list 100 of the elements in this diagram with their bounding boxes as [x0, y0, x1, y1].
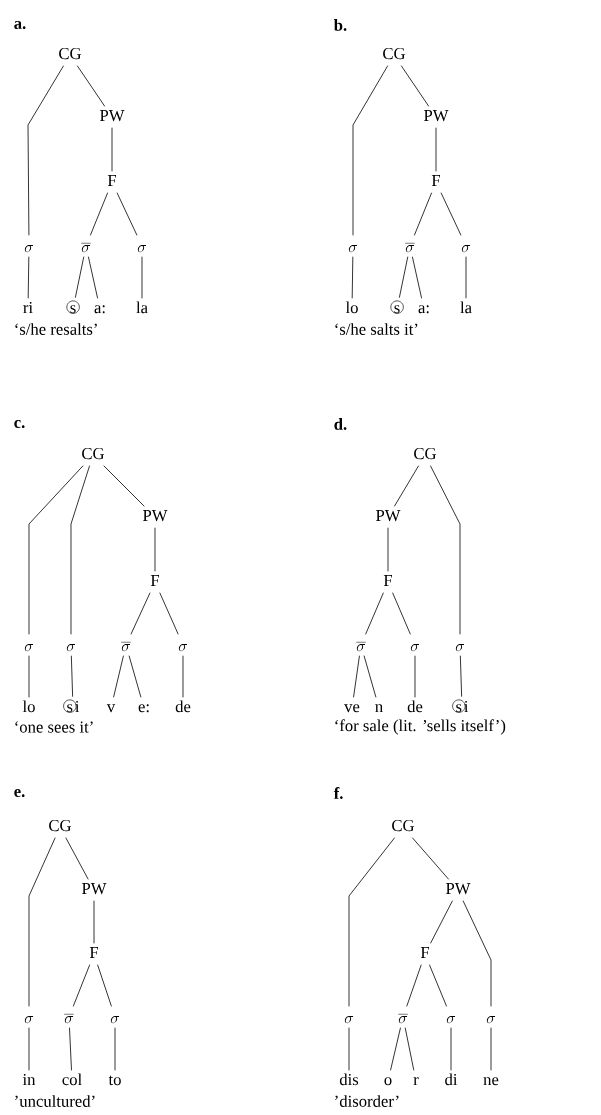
branch-line: [429, 964, 447, 1007]
branch-line: [398, 256, 409, 299]
segment-text: lo: [345, 301, 358, 314]
panel-label: d.: [334, 418, 347, 430]
branch-line: [430, 465, 461, 635]
branch-line: [490, 1027, 492, 1071]
segment-text: a:: [94, 305, 105, 314]
panel-label: c.: [14, 419, 25, 429]
branch-line: [116, 192, 138, 236]
syllable-symbol: $\overline{\sigma}$: [356, 642, 366, 652]
branch-line: [393, 465, 420, 507]
branch-line: [450, 1027, 452, 1071]
segment-text: n: [375, 704, 383, 712]
category-label: F: [89, 947, 98, 958]
segment-text: de: [407, 700, 423, 713]
branch-line: [363, 655, 377, 698]
segment-text: la: [136, 301, 148, 314]
syllable-symbol: $\sigma$: [410, 644, 420, 652]
branch-line: [411, 837, 450, 880]
syllable-symbol: $\sigma$: [110, 1016, 120, 1024]
branch-line: [348, 1027, 350, 1071]
branch-line: [390, 1027, 401, 1071]
category-label: PW: [82, 883, 107, 895]
branch-line: [430, 900, 453, 944]
syllable-symbol: $\sigma$: [24, 644, 34, 652]
syllable-symbol: $\sigma$: [178, 644, 188, 652]
branch-line: [351, 256, 354, 299]
syllable-symbol: $\sigma$: [344, 1016, 354, 1024]
branch-line: [159, 592, 179, 635]
syllable-symbol: $\overline{\sigma}$: [121, 642, 131, 652]
segment-text: e:: [138, 704, 149, 713]
branch-line: [28, 655, 30, 698]
branch-line: [352, 65, 389, 236]
circled-segment: s: [390, 300, 404, 314]
branch-line: [465, 256, 467, 299]
segment-text: r: [413, 1077, 419, 1085]
gloss-text: ‘for sale (lit. ’sells itself’): [335, 719, 506, 735]
branch-line: [400, 65, 430, 107]
gloss-text: ’disorder’: [335, 1095, 399, 1107]
segment-text: a:: [418, 305, 429, 314]
category-label: CG: [392, 819, 415, 832]
circled-segment: si: [63, 699, 80, 713]
branch-line: [72, 964, 91, 1007]
branch-line: [365, 592, 384, 635]
segment-text: lo: [22, 700, 35, 713]
gloss-text: ’uncultured’: [15, 1095, 95, 1107]
syllable-symbol: $\sigma$: [461, 245, 471, 253]
branch-line: [69, 1027, 72, 1071]
panel-label: f.: [333, 787, 343, 799]
branch-line: [459, 655, 463, 698]
branch-line: [141, 256, 143, 299]
syllable-symbol: $\sigma$: [137, 245, 147, 253]
branch-line: [97, 964, 112, 1007]
gloss-text: ‘one sees it’: [15, 721, 93, 733]
syllable-symbol: $\sigma$: [24, 1016, 34, 1024]
category-label: PW: [424, 110, 449, 122]
gloss-text: ‘s/he resalts’: [15, 323, 97, 335]
segment-text: ne: [483, 1077, 499, 1086]
branch-line: [70, 655, 74, 698]
segment-text: v: [106, 704, 116, 713]
category-label: CG: [82, 447, 105, 460]
branch-line: [113, 655, 124, 698]
branch-line: [404, 1027, 415, 1071]
category-label: PW: [376, 510, 401, 522]
branch-line: [348, 837, 396, 1007]
syllable-symbol: $\overline{\sigma}$: [398, 1014, 408, 1024]
syllable-symbol: $\overline{\sigma}$: [81, 243, 91, 253]
branch-line: [462, 900, 492, 1007]
circled-segment: si: [452, 699, 469, 713]
branch-line: [27, 65, 64, 236]
branch-line: [392, 592, 411, 635]
category-label: CG: [383, 47, 406, 60]
gloss-text: ‘s/he salts it’: [335, 323, 418, 335]
branch-line: [65, 837, 89, 880]
branch-line: [414, 655, 416, 698]
segment-text: ve: [344, 704, 360, 713]
branch-line: [27, 256, 30, 299]
branch-line: [114, 1027, 116, 1071]
category-label: PW: [100, 110, 125, 122]
category-label: CG: [414, 447, 437, 460]
branch-line: [103, 465, 145, 507]
branch-line: [440, 192, 462, 236]
branch-line: [28, 837, 56, 1007]
branch-line: [28, 1027, 30, 1071]
syllable-symbol: $\sigma$: [486, 1016, 496, 1024]
segment-text: to: [108, 1075, 121, 1086]
branch-line: [130, 592, 151, 635]
circled-segment: s: [66, 300, 80, 314]
branch-line: [111, 127, 113, 172]
branch-line: [411, 256, 423, 299]
category-label: F: [107, 175, 116, 186]
segment-text: de: [175, 700, 191, 713]
branch-line: [93, 900, 95, 944]
branch-line: [154, 527, 156, 572]
category-label: F: [431, 175, 441, 186]
branch-line: [413, 192, 433, 236]
segment-text: la: [460, 301, 472, 314]
category-label: F: [150, 575, 159, 586]
syllable-symbol: $\sigma$: [348, 245, 358, 253]
branch-line: [89, 192, 109, 236]
